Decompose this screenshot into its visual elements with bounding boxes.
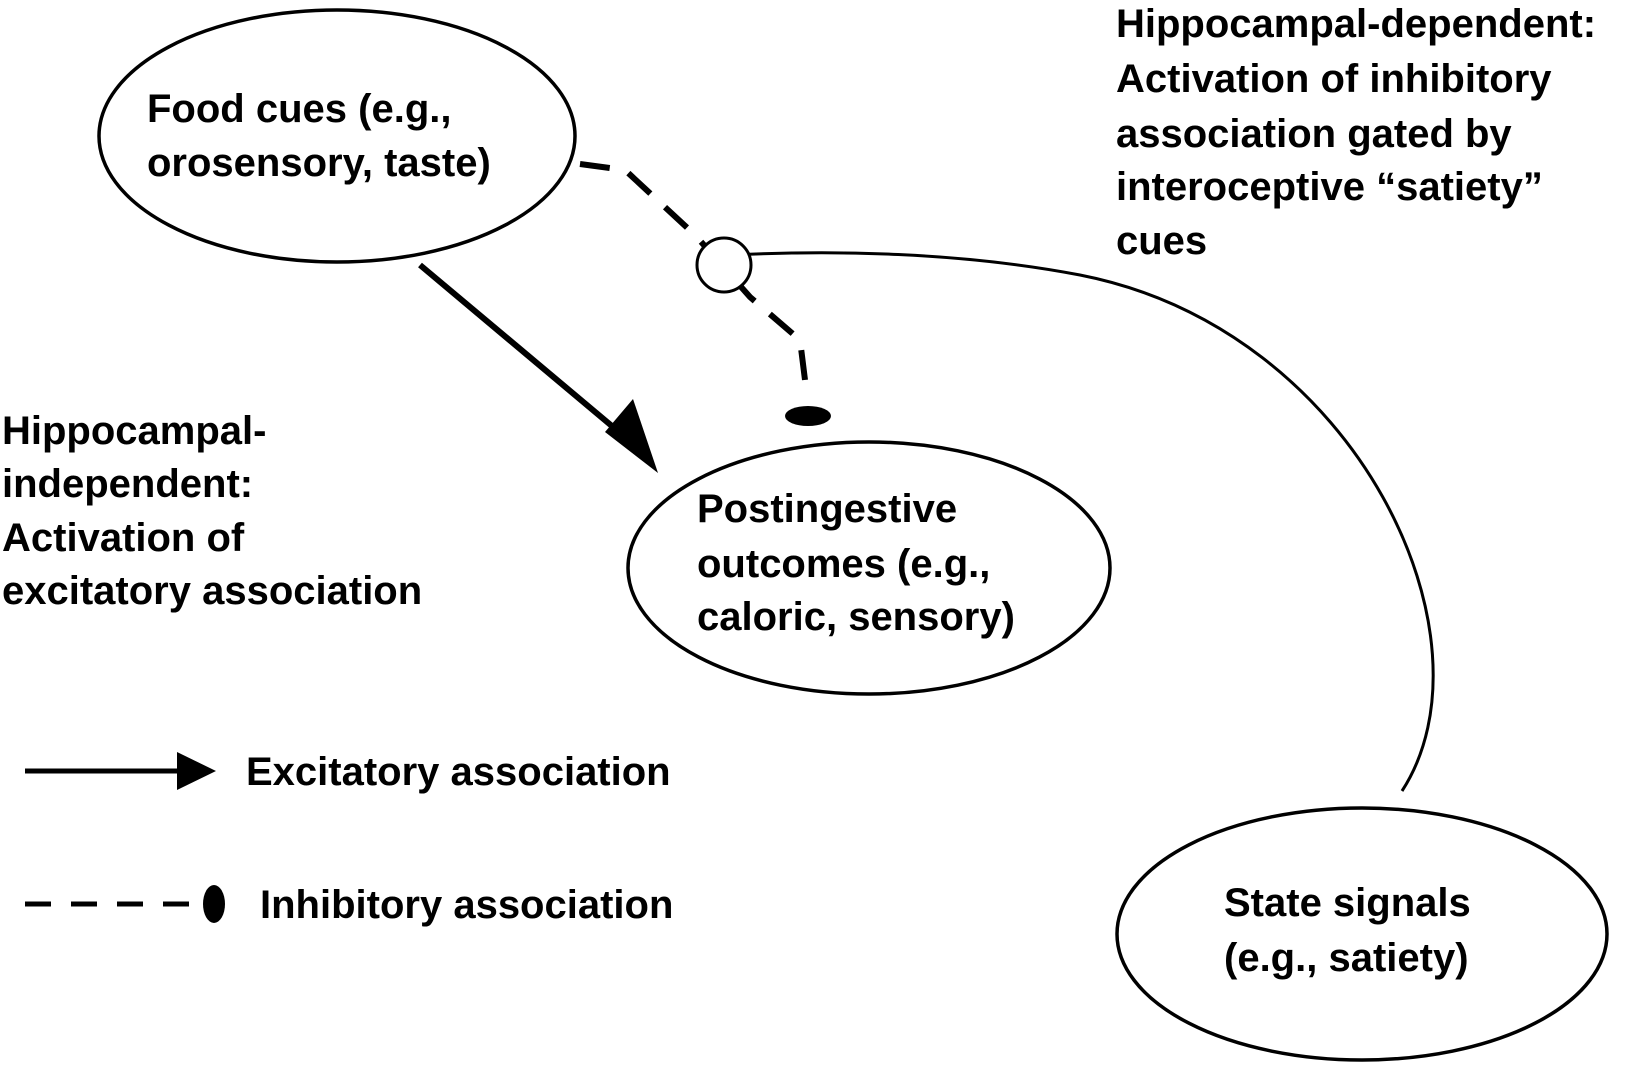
gate-circle	[695, 236, 753, 294]
postingestive-label-line-3: caloric, sensory)	[697, 595, 1015, 639]
hippocampal-independent-line-2: independent:	[2, 462, 253, 506]
postingestive-outcomes-node: Postingestive outcomes (e.g., caloric, s…	[626, 440, 1112, 696]
legend-excitatory-arrowhead	[177, 752, 216, 790]
hippocampal-independent-line-3: Activation of	[2, 516, 245, 560]
excitatory-arrowhead	[605, 399, 658, 473]
postingestive-label-line-1: Postingestive	[697, 487, 957, 531]
inhibitory-connection-line	[579, 161, 809, 389]
postingestive-outcomes-ellipse	[626, 440, 1112, 696]
hippocampal-dependent-line-3: association gated by	[1116, 112, 1512, 156]
hippocampal-independent-line-4: excitatory association	[2, 569, 422, 613]
legend-excitatory-entry: Excitatory association	[25, 750, 671, 794]
hippocampal-dependent-line-2: Activation of inhibitory	[1116, 57, 1552, 101]
hippocampal-dependent-line-4: interoceptive “satiety”	[1116, 165, 1543, 209]
state-signals-node: State signals (e.g., satiety)	[1115, 806, 1609, 1062]
inhibitory-terminal-dot	[785, 406, 831, 426]
food-cues-ellipse	[97, 8, 577, 264]
food-cues-label-line-2: orosensory, taste)	[147, 141, 491, 185]
hippocampal-dependent-line-5: cues	[1116, 219, 1207, 263]
hippocampal-independent-annotation: Hippocampal- independent: Activation of …	[2, 409, 422, 613]
hippocampal-dependent-annotation: Hippocampal-dependent: Activation of inh…	[1116, 2, 1596, 263]
state-signals-label-line-1: State signals	[1224, 881, 1471, 925]
food-cues-node: Food cues (e.g., orosensory, taste)	[97, 8, 577, 264]
satiety-gating-curve	[734, 251, 1435, 792]
state-signals-label-line-2: (e.g., satiety)	[1224, 936, 1469, 980]
legend: Excitatory association Inhibitory associ…	[25, 750, 673, 927]
legend-inhibitory-entry: Inhibitory association	[25, 883, 673, 927]
hippocampal-independent-line-1: Hippocampal-	[2, 409, 266, 453]
food-cues-label-line-1: Food cues (e.g.,	[147, 87, 451, 131]
legend-inhibitory-terminal-dot	[203, 885, 225, 923]
postingestive-label-line-2: outcomes (e.g.,	[697, 542, 990, 586]
legend-excitatory-label: Excitatory association	[246, 750, 671, 794]
state-signals-ellipse	[1115, 806, 1609, 1062]
excitatory-arrow-line	[418, 262, 627, 440]
legend-inhibitory-label: Inhibitory association	[260, 883, 673, 927]
hippocampal-dependent-line-1: Hippocampal-dependent:	[1116, 2, 1596, 46]
